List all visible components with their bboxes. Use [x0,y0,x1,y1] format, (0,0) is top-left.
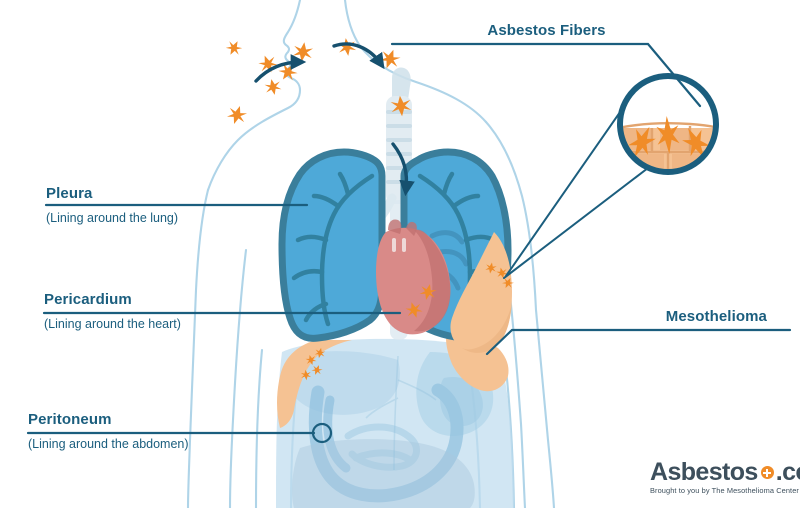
peritoneum-endpoint-circle [311,422,333,444]
logo-tagline: Brought to you by The Mesothelioma Cente… [650,486,799,495]
label-mesothelioma: Mesothelioma [560,309,767,325]
logo-name: Asbestos [650,458,758,486]
peritoneal-lining [277,337,509,428]
asbestos-com-logo[interactable]: Asbestos .com. Brought to you by The Mes… [650,458,800,500]
logo-domain: .com. [775,458,800,486]
leader-line-mesothelioma [485,328,792,356]
label-pleura-sub: (Lining around the lung) [46,211,179,225]
label-peritoneum-title: Peritoneum [28,411,112,428]
orange-plus-icon [760,466,774,479]
label-peritoneum: Peritoneum (Lining around the abdomen) [28,412,189,452]
leader-line-asbestos-fibers [390,42,702,108]
label-pericardium-title: Pericardium [44,291,132,308]
label-mesothelioma-title: Mesothelioma [665,308,767,325]
label-pericardium-sub: (Lining around the heart) [44,317,181,331]
logo-wordmark: Asbestos .com. [650,458,800,486]
label-peritoneum-sub: (Lining around the abdomen) [28,437,189,451]
heart [376,219,451,335]
asbestos-fiber-particles [225,38,514,381]
label-asbestos-fibers: Asbestos Fibers [443,23,650,39]
label-pleura-title: Pleura [46,185,93,202]
pointer-magnifier-lower [503,167,649,279]
label-pericardium: Pericardium (Lining around the heart) [44,292,181,332]
pointer-magnifier-to-tumor [505,91,635,277]
label-pleura: Pleura (Lining around the lung) [46,186,178,226]
inhalation-arrows [254,42,415,197]
label-asbestos-fibers-title: Asbestos Fibers [487,22,606,39]
